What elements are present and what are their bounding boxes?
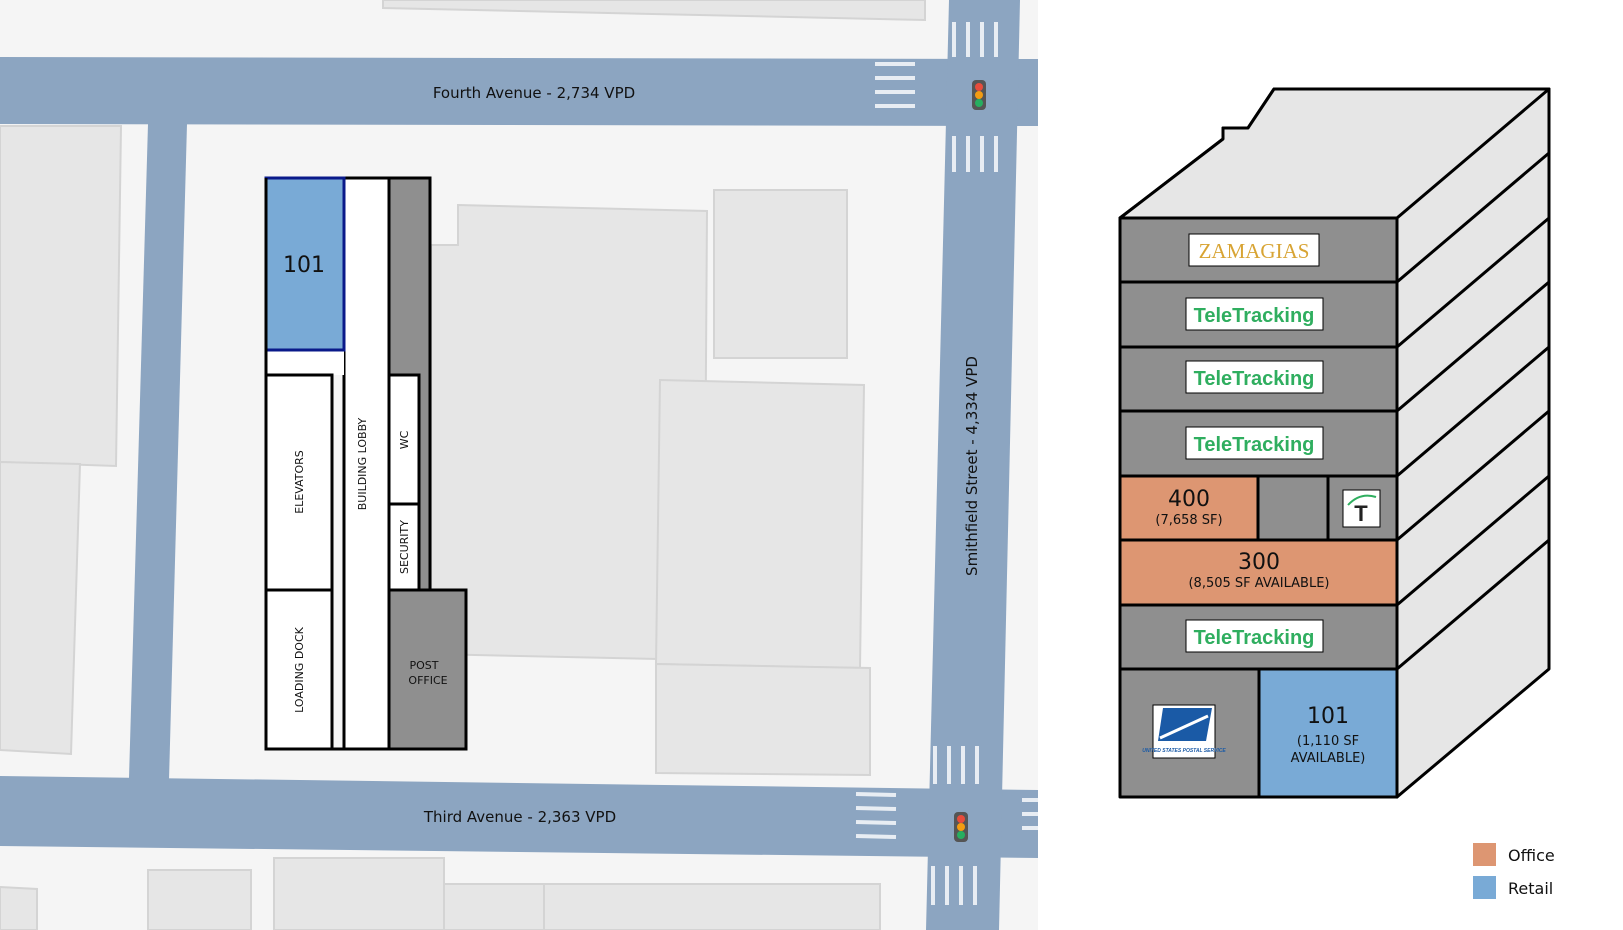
loading-dock-label: LOADING DOCK <box>293 626 306 712</box>
crosswalks <box>855 22 1038 905</box>
wc-label: WC <box>398 430 411 449</box>
security-label: SECURITY <box>398 520 411 574</box>
smithfield-street-label: Smithfield Street - 4,334 VPD <box>963 356 981 576</box>
suite-400-area: (7,658 SF) <box>1155 513 1222 528</box>
svg-text:TeleTracking: TeleTracking <box>1194 368 1315 390</box>
floor-plan <box>264 176 468 751</box>
third-avenue-label: Third Avenue - 2,363 VPD <box>423 808 616 826</box>
building-lobby <box>342 176 391 751</box>
teletracking-logo: TeleTracking <box>1185 619 1324 653</box>
svg-text:UNITED STATES POSTAL SERVICE: UNITED STATES POSTAL SERVICE <box>1142 748 1226 754</box>
suite-101-area: AVAILABLE) <box>1291 751 1366 766</box>
street-map: Fourth Avenue - 2,734 VPD Third Avenue -… <box>0 0 1038 930</box>
suite-400-number: 400 <box>1168 487 1210 512</box>
elevators-label: ELEVATORS <box>293 450 306 514</box>
post-office-label: OFFICE <box>408 674 447 687</box>
traffic-light-icon <box>954 812 968 842</box>
legend-retail-swatch <box>1473 876 1496 899</box>
suite-101-area: (1,110 SF <box>1297 734 1359 749</box>
svg-text:TeleTracking: TeleTracking <box>1194 627 1315 649</box>
legend-retail-label: Retail <box>1508 879 1553 898</box>
side-street-road <box>129 124 187 780</box>
usps-space <box>1118 667 1261 799</box>
svg-text:T: T <box>1354 501 1368 526</box>
suite-300-number: 300 <box>1238 550 1280 575</box>
suite-101-number: 101 <box>1307 704 1349 729</box>
suite-101[interactable] <box>264 176 346 352</box>
suite-101-label: 101 <box>283 253 325 278</box>
legend-office-label: Office <box>1508 846 1555 865</box>
suite-101-stack[interactable] <box>1257 667 1399 799</box>
teletracking-logo: TeleTracking <box>1185 426 1324 460</box>
fourth-avenue-label: Fourth Avenue - 2,734 VPD <box>433 84 635 102</box>
teletracking-logo: TeleTracking <box>1185 360 1324 394</box>
usps-logo: UNITED STATES POSTAL SERVICE <box>1142 704 1226 759</box>
smithfield-street-road <box>926 0 1020 930</box>
traffic-light-icon <box>972 80 986 110</box>
svg-text:TeleTracking: TeleTracking <box>1194 434 1315 456</box>
wc <box>387 373 421 506</box>
teletracking-icon: T <box>1342 489 1381 528</box>
suite-300[interactable] <box>1118 538 1399 607</box>
third-avenue-road <box>0 776 1038 858</box>
svg-text:TeleTracking: TeleTracking <box>1194 305 1315 327</box>
teletracking-logo: TeleTracking <box>1185 297 1324 331</box>
post-office <box>387 588 468 751</box>
legend-office-swatch <box>1473 843 1496 866</box>
zamagias-logo: ZAMAGIAS <box>1188 233 1320 267</box>
building-lobby-label: BUILDING LOBBY <box>356 417 369 510</box>
suite-300-area: (8,505 SF AVAILABLE) <box>1188 576 1329 591</box>
roads <box>0 0 1038 930</box>
stacking-plan <box>1118 87 1551 799</box>
legend: Office Retail <box>1473 843 1555 899</box>
fourth-avenue-road <box>0 57 1038 126</box>
post-office-label: POST <box>410 659 439 672</box>
svg-text:ZAMAGIAS: ZAMAGIAS <box>1199 239 1310 263</box>
